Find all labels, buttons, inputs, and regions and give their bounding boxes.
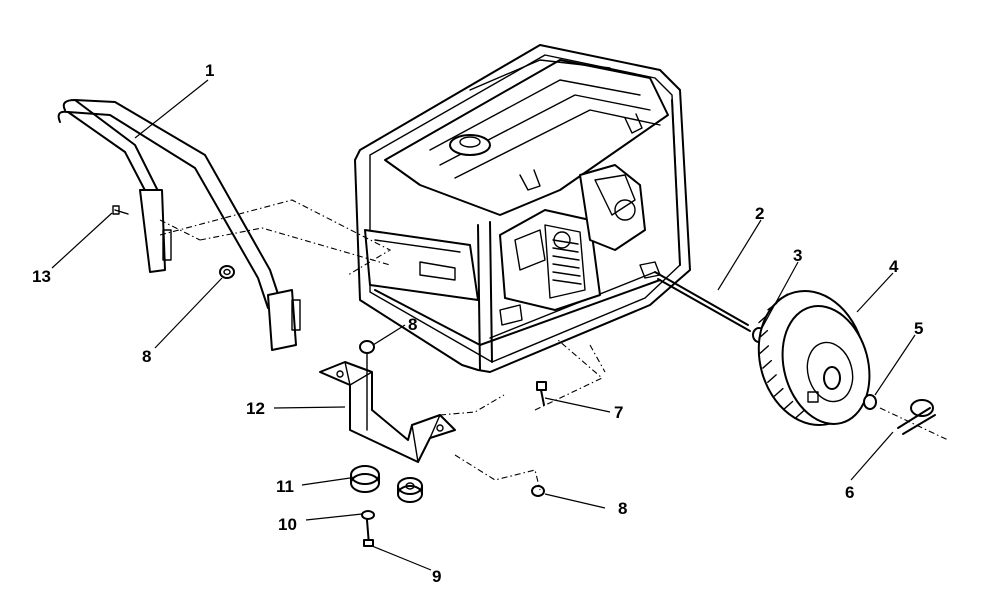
callout-9-bolt: 9	[432, 567, 442, 586]
callout-11-isolator: 11	[276, 477, 294, 496]
axle-rod	[654, 271, 751, 332]
lock-washer	[361, 510, 375, 520]
callout-4-wheel: 4	[889, 257, 899, 276]
callout-8-handle-nut: 8	[142, 347, 152, 366]
engine-cooling-fins	[552, 239, 582, 285]
top-nut	[359, 340, 375, 431]
callout-6-hairpin: 6	[845, 483, 855, 502]
callout-12-bracket: 12	[246, 399, 265, 418]
callout-3-washer: 3	[793, 246, 803, 265]
rubber-isolator-spare	[397, 477, 423, 503]
mounting-bracket	[319, 361, 456, 463]
hairpin-clip	[897, 399, 936, 435]
callout-2-axle: 2	[755, 204, 765, 223]
mount-bolt	[536, 381, 547, 406]
callout-13-bolt: 13	[32, 267, 51, 286]
callout-8-bottom-nut: 8	[618, 499, 628, 518]
callout-5-washer: 5	[914, 319, 924, 338]
bottom-nut	[531, 485, 545, 497]
callout-1-handle: 1	[205, 61, 215, 80]
callout-7-bolt: 7	[614, 403, 624, 422]
rubber-isolator	[350, 465, 380, 493]
callout-10-washer: 10	[278, 515, 297, 534]
generator-assembly	[354, 44, 691, 373]
handle-assembly	[57, 99, 301, 351]
isolator-bolt	[363, 519, 374, 547]
wheel-washer	[863, 394, 877, 410]
wheel	[757, 289, 871, 427]
callout-leaders	[51, 79, 916, 571]
callout-8-top-nut: 8	[408, 315, 418, 334]
